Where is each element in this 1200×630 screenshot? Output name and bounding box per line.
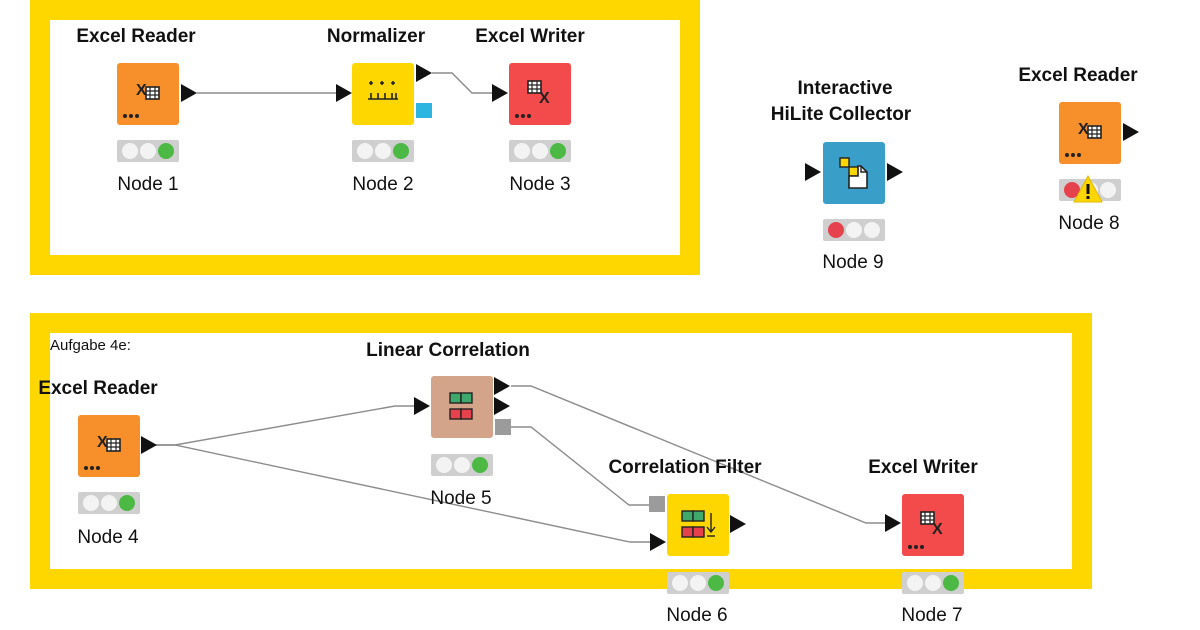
input-port[interactable]: [650, 533, 666, 551]
excel-writer-node[interactable]: X: [902, 494, 964, 556]
connection-node5-node6-model[interactable]: [511, 426, 649, 506]
node-title[interactable]: Excel Writer: [868, 457, 978, 478]
correlation-filter-icon: [681, 510, 716, 538]
excel-file-icon: X: [1078, 121, 1102, 139]
node-title[interactable]: Excel Reader: [38, 378, 158, 399]
node-label[interactable]: Node 4: [77, 527, 139, 548]
status-traffic-light: [667, 572, 729, 594]
output-port[interactable]: [730, 515, 746, 533]
input-port[interactable]: [885, 514, 901, 532]
status-traffic-light: [823, 219, 885, 241]
more-options-dots-icon: [515, 114, 531, 118]
status-traffic-light: [78, 492, 140, 514]
status-traffic-light: [352, 140, 414, 162]
excel-write-icon: X: [527, 80, 550, 107]
more-options-dots-icon: [908, 545, 924, 549]
svg-text:X: X: [932, 521, 943, 538]
correlation-matrix-icon: [449, 392, 473, 420]
normalizer-icon: [368, 81, 398, 100]
status-traffic-light: [509, 140, 571, 162]
svg-text:X: X: [539, 90, 550, 107]
more-options-dots-icon: [1065, 153, 1081, 157]
status-traffic-light: [902, 572, 964, 594]
excel-file-icon: X: [97, 434, 121, 452]
svg-text:X: X: [97, 434, 108, 451]
output-port[interactable]: [494, 397, 510, 415]
svg-text:X: X: [1078, 121, 1089, 138]
node-label[interactable]: Node 7: [901, 605, 963, 626]
more-options-dots-icon: [123, 114, 139, 118]
node-title[interactable]: Excel Reader: [76, 26, 196, 47]
node-title[interactable]: Excel Writer: [475, 26, 585, 47]
status-traffic-light: [431, 454, 493, 476]
node-title[interactable]: Excel Reader: [1018, 65, 1138, 86]
connection-node5-node7[interactable]: [511, 385, 886, 524]
node-title-line2[interactable]: HiLite Collector: [770, 104, 912, 125]
excel-reader-node[interactable]: X: [117, 63, 179, 125]
input-port[interactable]: [492, 84, 508, 102]
normalizer-node[interactable]: [352, 63, 414, 125]
node-label[interactable]: Node 2: [352, 174, 414, 195]
node-label[interactable]: Node 1: [117, 174, 179, 195]
more-options-dots-icon: [84, 466, 100, 470]
node-label[interactable]: Node 9: [822, 252, 884, 273]
workflow-annotation-top[interactable]: [30, 0, 700, 275]
output-port[interactable]: [141, 436, 157, 454]
svg-text:X: X: [136, 82, 147, 99]
view-port[interactable]: [416, 103, 432, 118]
excel-writer-node[interactable]: X: [509, 63, 571, 125]
hilite-collector-node[interactable]: [823, 142, 885, 204]
excel-file-icon: X: [136, 82, 160, 100]
output-port[interactable]: [416, 64, 432, 82]
connection-node4-node6[interactable]: [155, 444, 650, 543]
connection-node4-node5[interactable]: [155, 405, 415, 446]
node-label[interactable]: Node 3: [509, 174, 571, 195]
node-label[interactable]: Node 8: [1058, 213, 1120, 234]
excel-reader-node[interactable]: X: [1059, 102, 1121, 164]
hilite-collector-icon: [839, 157, 868, 189]
model-port[interactable]: [495, 419, 511, 435]
linear-correlation-node[interactable]: [431, 376, 493, 438]
output-port[interactable]: [494, 377, 510, 395]
connection-node2-node3[interactable]: [432, 72, 492, 94]
output-port[interactable]: [181, 84, 197, 102]
correlation-filter-node[interactable]: [667, 494, 729, 556]
node-label[interactable]: Node 6: [666, 605, 728, 626]
model-input-port[interactable]: [649, 496, 665, 512]
input-port[interactable]: [336, 84, 352, 102]
status-traffic-light: [117, 140, 179, 162]
input-port[interactable]: [414, 397, 430, 415]
output-port[interactable]: [1123, 123, 1139, 141]
node-label[interactable]: Node 5: [430, 488, 492, 509]
output-port[interactable]: [887, 163, 903, 181]
input-port[interactable]: [805, 163, 821, 181]
excel-reader-node[interactable]: X: [78, 415, 140, 477]
node-title[interactable]: Correlation Filter: [608, 457, 762, 478]
node-title-line1[interactable]: Interactive: [797, 78, 893, 99]
node-title[interactable]: Normalizer: [326, 26, 426, 47]
annotation-text: Aufgabe 4e:: [50, 337, 131, 354]
node-title[interactable]: Linear Correlation: [366, 340, 530, 361]
warning-icon[interactable]: [1073, 175, 1103, 203]
excel-write-icon: X: [920, 511, 943, 538]
